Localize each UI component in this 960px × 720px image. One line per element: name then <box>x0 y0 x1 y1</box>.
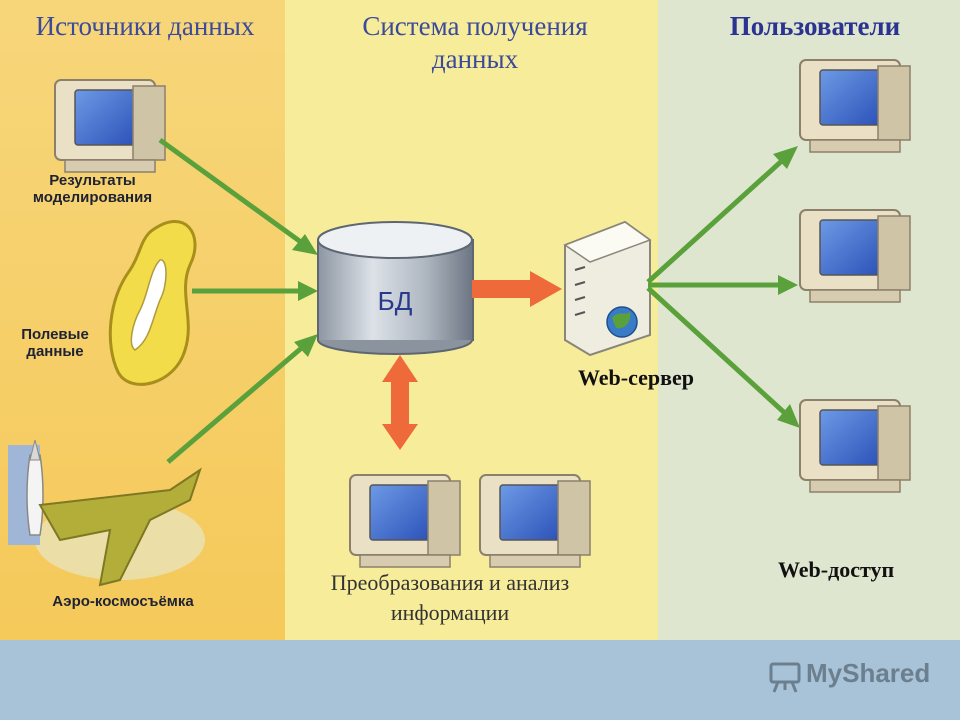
label-aerial: Аэро-космосъёмка <box>52 593 194 610</box>
aerial-survey-icon <box>8 439 205 587</box>
logo-text: MyShared <box>806 658 931 688</box>
arrow-modeling-to-db <box>158 137 318 255</box>
field-data-map-icon <box>108 219 197 386</box>
label-db: БД <box>377 286 413 316</box>
web-server-icon <box>563 220 652 357</box>
header-system: Система получения данных <box>362 11 588 74</box>
label-web-access: Web-доступ <box>778 557 895 582</box>
arrow-server-to-user-3 <box>646 286 800 428</box>
label-web-server: Web-сервер <box>578 365 695 390</box>
arrow-server-to-user-1 <box>646 146 798 284</box>
label-processing: Преобразования и анализ информации <box>330 570 570 625</box>
modeling-computer-icon <box>54 79 166 173</box>
processing-computer-icon-1 <box>349 474 461 568</box>
presentation-board-icon <box>769 662 801 693</box>
user-computer-icon-1 <box>799 59 911 153</box>
arrow-db-to-server <box>472 271 562 307</box>
user-computer-icon-3 <box>799 399 911 493</box>
label-field: Полевые данные <box>21 326 89 360</box>
myshared-logo: MyShared <box>768 656 938 696</box>
arrow-field-to-db <box>192 281 318 301</box>
processing-computer-icon-2 <box>479 474 591 568</box>
user-computer-icon-2 <box>799 209 911 303</box>
arrow-server-to-user-2 <box>648 275 798 295</box>
label-modeling: Результаты моделирования <box>32 172 153 206</box>
arrow-db-processing <box>382 355 418 450</box>
header-users: Пользователи <box>729 11 901 41</box>
arrow-aerial-to-db <box>166 334 318 464</box>
database-cylinder <box>317 221 474 355</box>
header-sources: Источники данных <box>35 11 255 41</box>
